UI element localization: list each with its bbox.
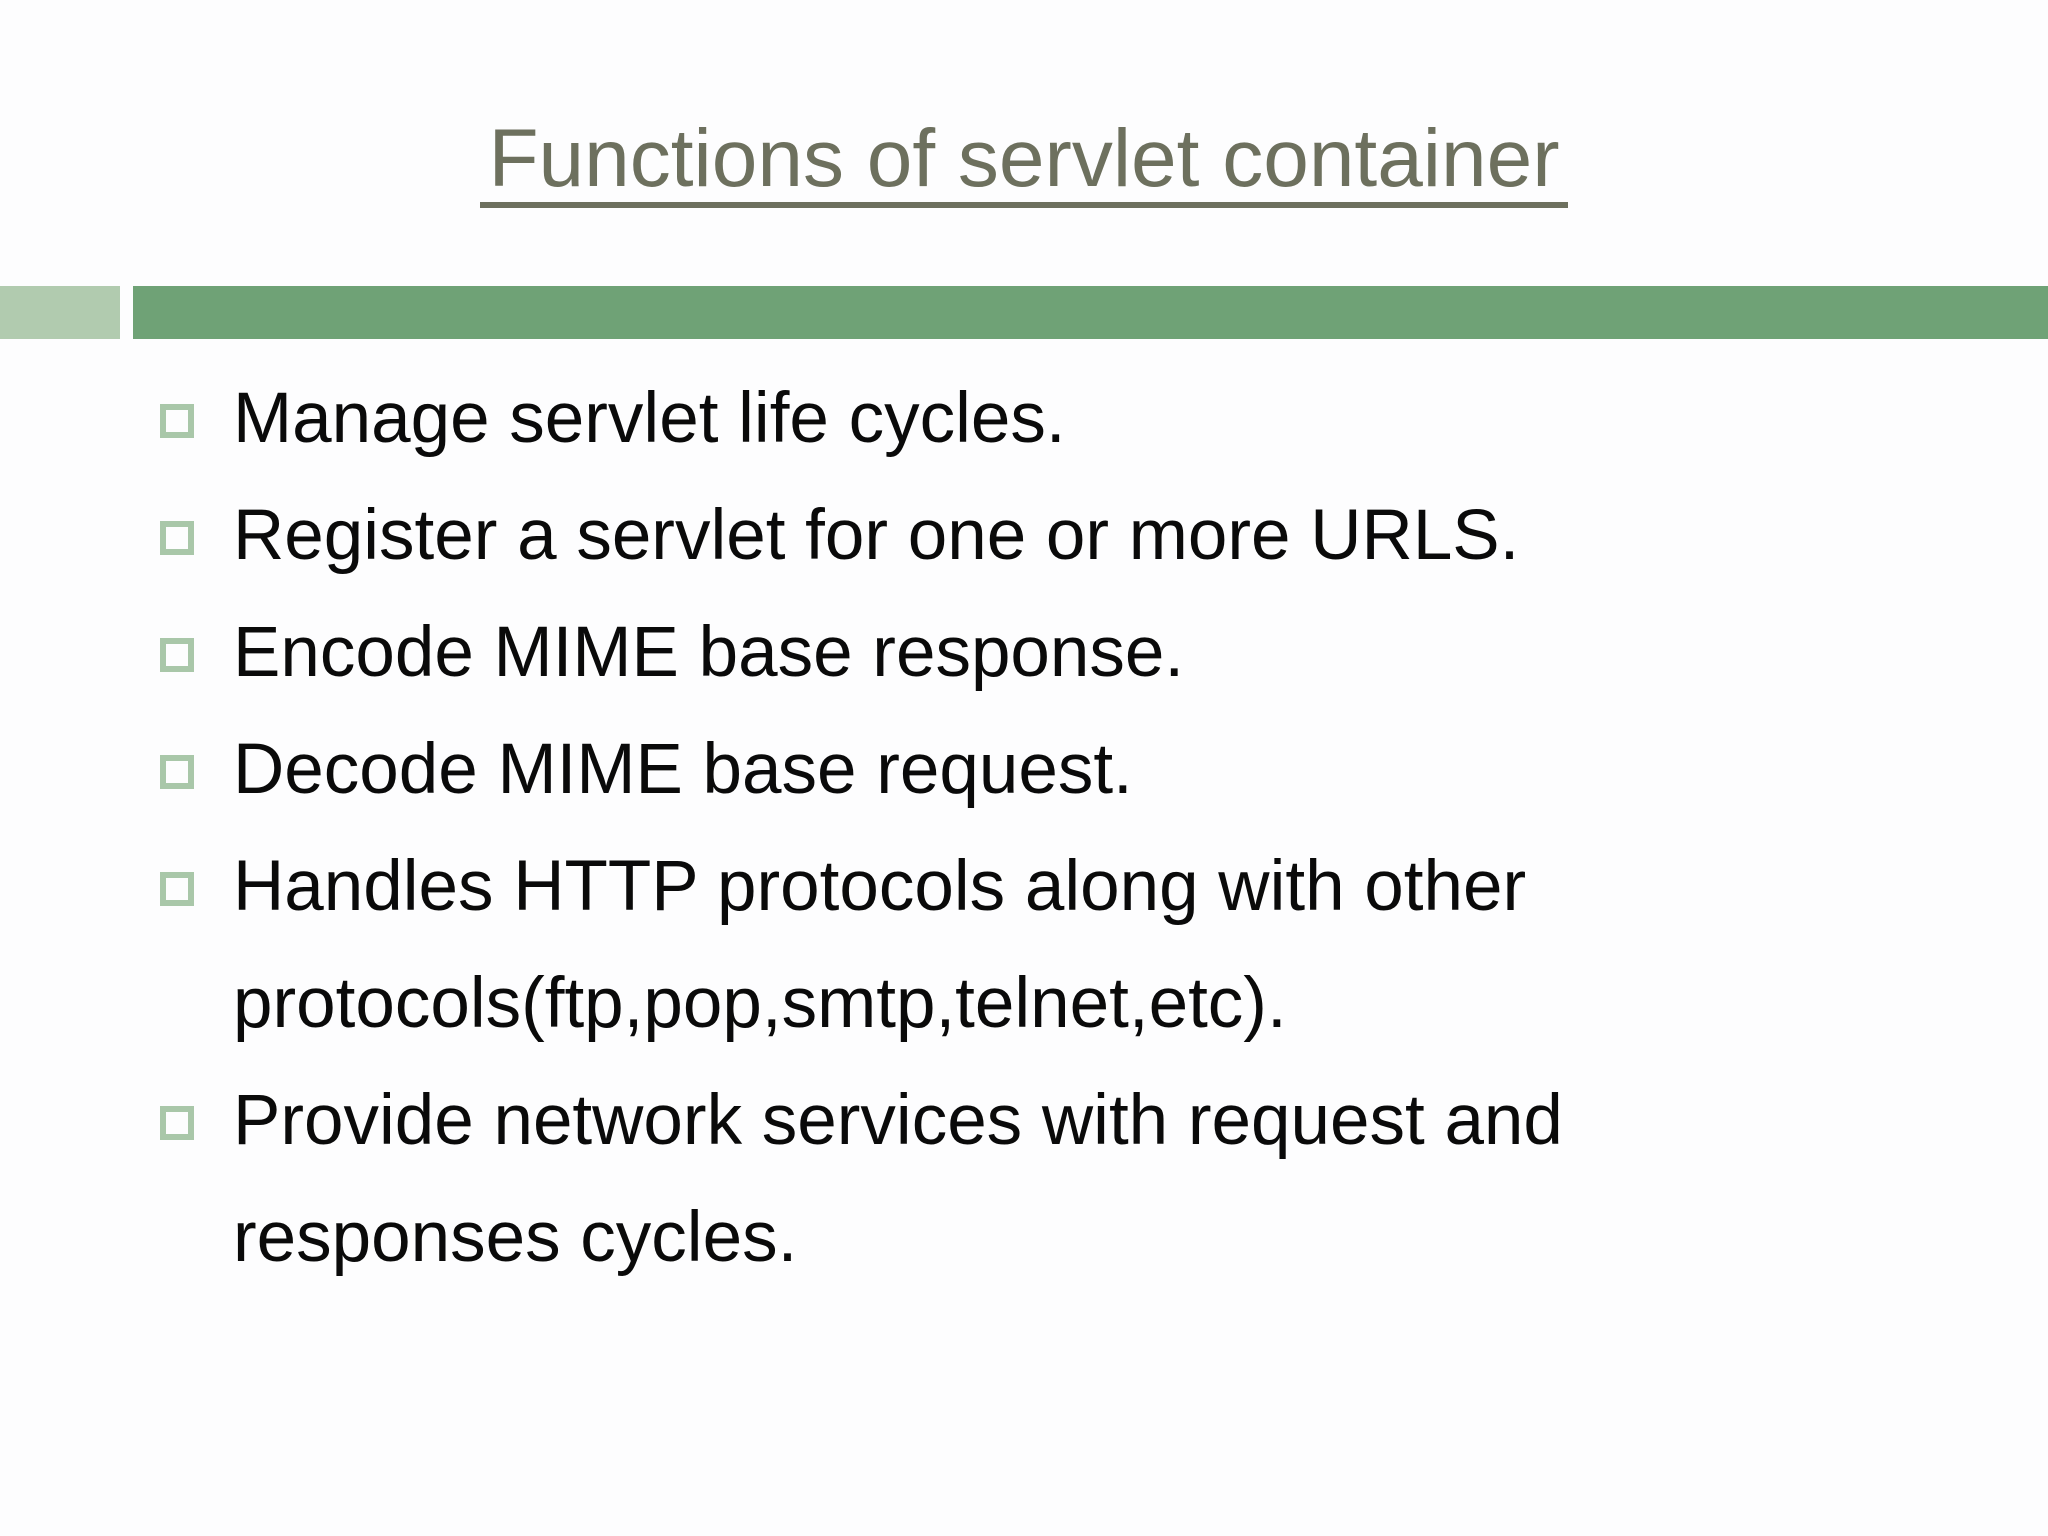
accent-square-decoration xyxy=(0,286,120,339)
hollow-square-bullet-icon xyxy=(160,521,194,555)
hollow-square-bullet-icon xyxy=(160,1106,194,1140)
bullet-list: Manage servlet life cycles. Register a s… xyxy=(155,360,1955,1296)
bullet-text: Provide network services with request an… xyxy=(233,1081,1563,1277)
bullet-text: Handles HTTP protocols along with other … xyxy=(233,847,1527,1043)
bullet-text: Encode MIME base response. xyxy=(233,613,1185,692)
bullet-item: Decode MIME base request. xyxy=(155,711,1955,828)
bullet-item: Provide network services with request an… xyxy=(155,1062,1955,1296)
bullet-text: Manage servlet life cycles. xyxy=(233,379,1066,458)
bullet-text: Decode MIME base request. xyxy=(233,730,1133,809)
hollow-square-bullet-icon xyxy=(160,638,194,672)
bullet-text: Register a servlet for one or more URLS. xyxy=(233,496,1520,575)
slide-title: Functions of servlet container xyxy=(480,118,1568,208)
hollow-square-bullet-icon xyxy=(160,404,194,438)
hollow-square-bullet-icon xyxy=(160,872,194,906)
accent-bar-decoration xyxy=(133,286,2048,339)
bullet-item: Encode MIME base response. xyxy=(155,594,1955,711)
bullet-item: Register a servlet for one or more URLS. xyxy=(155,477,1955,594)
bullet-item: Handles HTTP protocols along with other … xyxy=(155,828,1955,1062)
bullet-item: Manage servlet life cycles. xyxy=(155,360,1955,477)
title-area: Functions of servlet container xyxy=(0,118,2048,208)
hollow-square-bullet-icon xyxy=(160,755,194,789)
